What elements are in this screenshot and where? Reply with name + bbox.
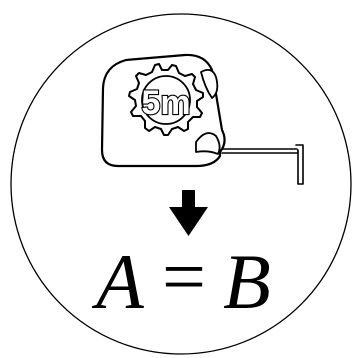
outer-circle <box>10 13 352 355</box>
arrow-down-icon <box>169 190 208 236</box>
tape-blade <box>219 148 299 154</box>
tape-clip <box>195 132 221 155</box>
equation-operator: = <box>162 233 206 320</box>
tape-measure-icon <box>100 53 304 185</box>
tape-hook <box>295 144 304 185</box>
arrow-head <box>169 207 208 236</box>
tape-label-ring <box>141 75 191 125</box>
tape-size-label: 5m <box>141 84 190 122</box>
equation-right: B <box>223 238 271 325</box>
arrow-shaft <box>182 190 195 208</box>
equation-left: A <box>91 238 144 325</box>
tape-lock-button <box>200 68 219 99</box>
